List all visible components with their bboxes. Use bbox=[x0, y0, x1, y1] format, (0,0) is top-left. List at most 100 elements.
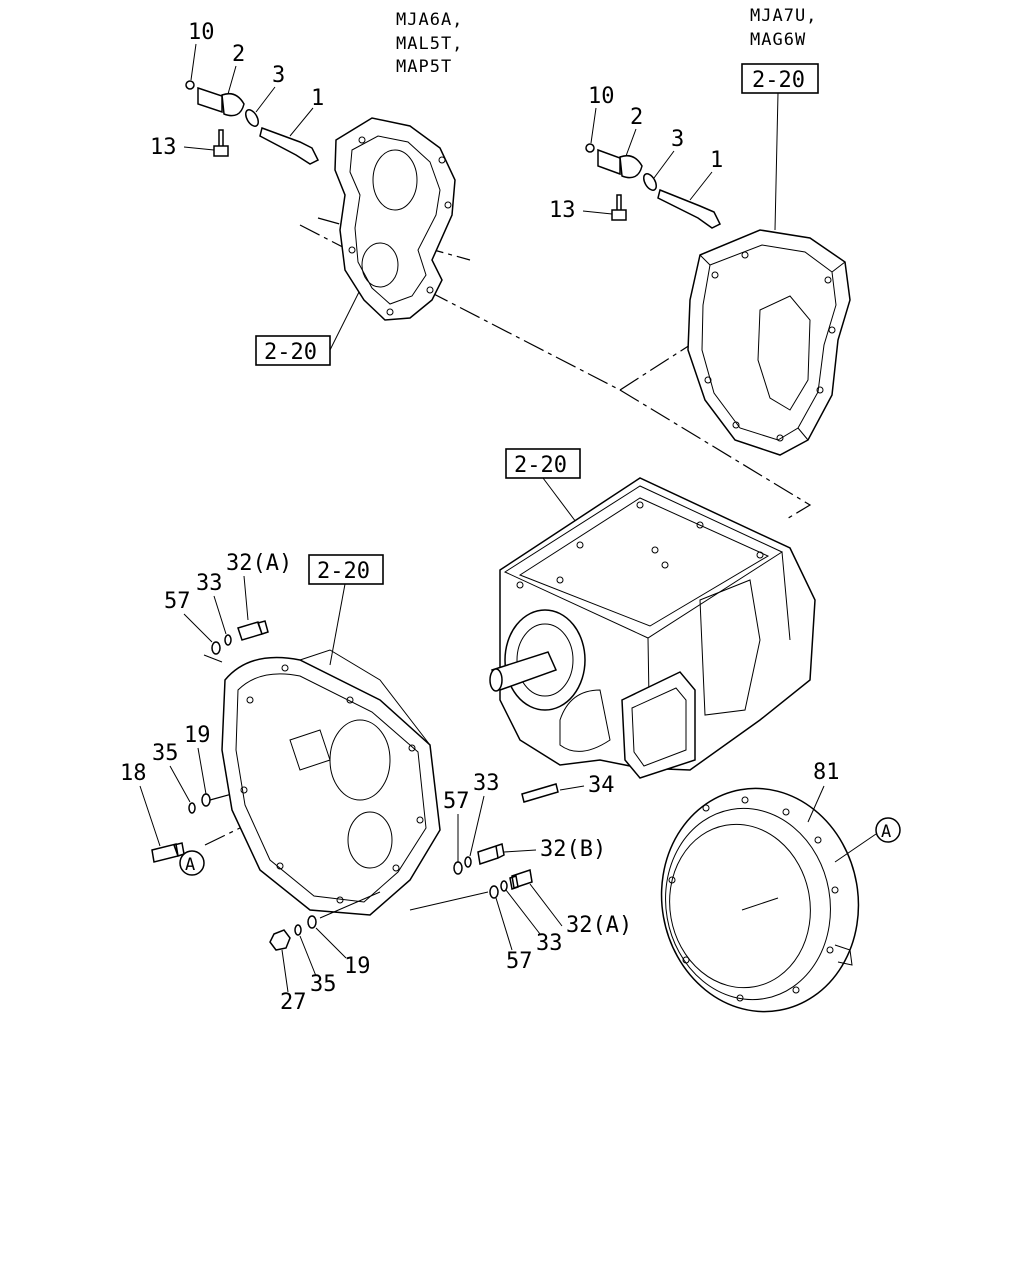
part-label-27: 27 bbox=[280, 990, 307, 1015]
stud-34-icon bbox=[521, 783, 559, 803]
sensor-2-thread-icon bbox=[197, 86, 223, 114]
ring-81 bbox=[660, 787, 860, 1013]
leaders-fastener-left bbox=[139, 747, 207, 847]
cover-plate-inner-icon bbox=[349, 135, 441, 305]
ref-box-top-right-leader bbox=[774, 92, 779, 231]
part-label-13-top-left: 13 bbox=[150, 135, 177, 160]
cover-plate-bore-lower-icon bbox=[361, 242, 399, 288]
ref-box-left-housing[interactable]: 2-20 bbox=[255, 335, 331, 366]
part-label-32a-top: 32(A) bbox=[226, 551, 292, 576]
washer-33-lower-icon bbox=[500, 880, 508, 892]
ref-box-left-housing-leader bbox=[329, 289, 361, 351]
bolt-13-icon bbox=[213, 129, 229, 157]
part-label-33-top: 33 bbox=[196, 571, 223, 596]
screw-10-icon bbox=[185, 80, 195, 90]
ref-box-flywheel[interactable]: 2-20 bbox=[308, 554, 384, 585]
fastener-group-left bbox=[151, 793, 211, 863]
flywheel-housing-bore-lower-icon bbox=[347, 811, 393, 869]
oring-3-right-icon bbox=[643, 173, 657, 191]
sensor-2-right-thread-icon bbox=[597, 148, 621, 176]
ref-box-top-right[interactable]: 2-20 bbox=[741, 63, 819, 94]
ref-box-left-housing-label: 2-20 bbox=[264, 340, 317, 365]
part-label-57-top: 57 bbox=[164, 589, 191, 614]
leaders-fastener-right-upper bbox=[457, 795, 537, 862]
leader-81 bbox=[807, 785, 825, 823]
model-left-line-3: MAP5T bbox=[396, 57, 452, 77]
bolt-13-right-icon bbox=[611, 194, 627, 221]
ring-81-outer-icon bbox=[660, 787, 860, 1013]
fastener-group-right-lower bbox=[489, 869, 533, 899]
washer-35-left-icon bbox=[188, 802, 196, 814]
transmission-side-cover-icon bbox=[621, 671, 696, 779]
sensor-group-top-right bbox=[585, 143, 722, 229]
washer-57-top-icon bbox=[211, 641, 221, 655]
sensor-group-top-left bbox=[185, 80, 320, 165]
callout-a-left[interactable]: A bbox=[179, 850, 205, 876]
fastener-group-bottom bbox=[269, 915, 317, 951]
flywheel-housing-flange-icon bbox=[235, 673, 427, 903]
part-label-2-top-left: 2 bbox=[232, 42, 245, 67]
leaders-fastener-top bbox=[183, 575, 249, 663]
part-label-18: 18 bbox=[120, 761, 147, 786]
callout-a-right-label: A bbox=[881, 822, 891, 842]
leaders-fastener-bottom bbox=[281, 891, 381, 993]
washer-19-left-icon bbox=[201, 793, 211, 807]
washer-57-lower-icon bbox=[489, 885, 499, 899]
shaft-1-right-icon bbox=[657, 188, 722, 229]
flywheel-housing-outline-icon bbox=[221, 656, 441, 916]
transmission-case-top-opening-icon bbox=[518, 497, 770, 627]
leader-34 bbox=[559, 785, 585, 791]
oring-3-icon bbox=[245, 109, 259, 127]
cover-plate-housing bbox=[334, 117, 456, 321]
ref-box-flywheel-leader bbox=[329, 583, 346, 666]
flywheel-housing-boss-icon bbox=[289, 729, 331, 771]
part-label-34: 34 bbox=[588, 773, 615, 798]
cover-plate-outline-icon bbox=[334, 117, 456, 321]
clutch-housing-top-right bbox=[687, 229, 851, 456]
clutch-housing-window-icon bbox=[757, 295, 811, 411]
transmission-side-rib-icon bbox=[699, 579, 761, 716]
part-label-32a-lower: 32(A) bbox=[566, 913, 632, 938]
bolt-32a-lower-icon bbox=[509, 869, 533, 890]
washer-35-bottom-icon bbox=[294, 924, 302, 936]
ring-81-bore-icon bbox=[669, 823, 811, 989]
washer-19-bottom-icon bbox=[307, 915, 317, 929]
part-label-32b: 32(B) bbox=[540, 837, 606, 862]
part-label-1-top-right: 1 bbox=[710, 148, 723, 173]
part-label-33-lower: 33 bbox=[536, 931, 563, 956]
part-label-3-top-left: 3 bbox=[272, 63, 285, 88]
nut-27-icon bbox=[269, 929, 291, 951]
ref-box-top-right-label: 2-20 bbox=[752, 68, 805, 93]
part-label-10-top-right: 10 bbox=[588, 84, 615, 109]
model-left-line-1: MJA6A, bbox=[396, 10, 463, 30]
part-label-35-left: 35 bbox=[152, 741, 179, 766]
screw-10-right-icon bbox=[585, 143, 595, 153]
fastener-group-top bbox=[211, 620, 269, 655]
model-left-line-2: MAL5T, bbox=[396, 34, 463, 54]
washer-33-top-icon bbox=[224, 634, 232, 646]
part-label-19-bottom: 19 bbox=[344, 954, 371, 979]
ref-box-flywheel-label: 2-20 bbox=[317, 559, 370, 584]
callout-a-right[interactable]: A bbox=[875, 817, 901, 843]
sensor-2-body-icon bbox=[221, 92, 245, 117]
washer-57-mid-icon bbox=[453, 861, 463, 875]
clutch-housing-flange-icon bbox=[701, 244, 837, 441]
leaders-top-right bbox=[582, 107, 713, 215]
ref-box-transmission-label: 2-20 bbox=[514, 453, 567, 478]
part-label-2-top-right: 2 bbox=[630, 105, 643, 130]
flywheel-housing bbox=[221, 649, 441, 916]
part-label-33-mid: 33 bbox=[473, 771, 500, 796]
bolt-18-icon bbox=[151, 842, 185, 863]
part-label-57-mid: 57 bbox=[443, 789, 470, 814]
washer-33-mid-icon bbox=[464, 856, 472, 868]
leaders-top-left bbox=[183, 43, 314, 151]
bolt-32b-icon bbox=[477, 843, 505, 865]
part-label-3-top-right: 3 bbox=[671, 127, 684, 152]
alignment-line-middle bbox=[619, 389, 812, 521]
leader-callout-a-right bbox=[834, 833, 877, 863]
ref-box-transmission[interactable]: 2-20 bbox=[505, 448, 581, 479]
bolt-32a-top-icon bbox=[237, 620, 269, 641]
part-label-81: 81 bbox=[813, 760, 840, 785]
shaft-1-icon bbox=[259, 127, 320, 165]
part-label-35-bottom: 35 bbox=[310, 972, 337, 997]
